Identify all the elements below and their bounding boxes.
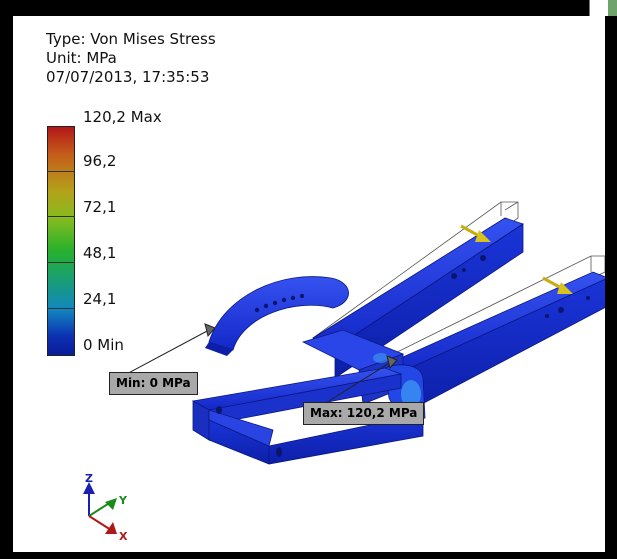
fea-result-viewport[interactable]: Type: Von Mises Stress Unit: MPa 07/07/2… bbox=[13, 16, 605, 552]
legend-label: 48,1 bbox=[83, 244, 117, 262]
lower-rail bbox=[382, 271, 605, 415]
result-info: Type: Von Mises Stress Unit: MPa 07/07/2… bbox=[46, 30, 216, 87]
result-type-label: Type: Von Mises Stress bbox=[46, 30, 216, 48]
triad-z-label: Z bbox=[85, 472, 93, 485]
stress-color-legend-bar bbox=[47, 126, 75, 356]
load-arrow-icon bbox=[460, 224, 573, 294]
coordinate-triad-icon bbox=[83, 482, 117, 534]
legend-tick bbox=[47, 308, 75, 309]
legend-tick bbox=[47, 171, 75, 172]
callout-leader-lines bbox=[122, 323, 398, 402]
triad-y-label: Y bbox=[119, 494, 127, 507]
legend-tick bbox=[47, 216, 75, 217]
upper-rail bbox=[312, 217, 524, 379]
result-timestamp-label: 07/07/2013, 17:35:53 bbox=[46, 68, 210, 86]
stress-model-render[interactable] bbox=[13, 16, 605, 552]
triad-x-label: X bbox=[119, 530, 128, 543]
result-unit-label: Unit: MPa bbox=[46, 49, 117, 67]
legend-label-max: 120,2 Max bbox=[83, 108, 162, 126]
legend-label-min: 0 Min bbox=[83, 336, 124, 354]
min-stress-callout[interactable]: Min: 0 MPa bbox=[109, 372, 198, 395]
legend-label: 24,1 bbox=[83, 290, 117, 308]
legend-label: 72,1 bbox=[83, 198, 117, 216]
hook-arch bbox=[205, 276, 349, 356]
legend-tick bbox=[47, 262, 75, 263]
window-corner-tab bbox=[589, 0, 617, 16]
legend-label: 96,2 bbox=[83, 152, 117, 170]
max-stress-callout[interactable]: Max: 120,2 MPa bbox=[303, 402, 425, 425]
